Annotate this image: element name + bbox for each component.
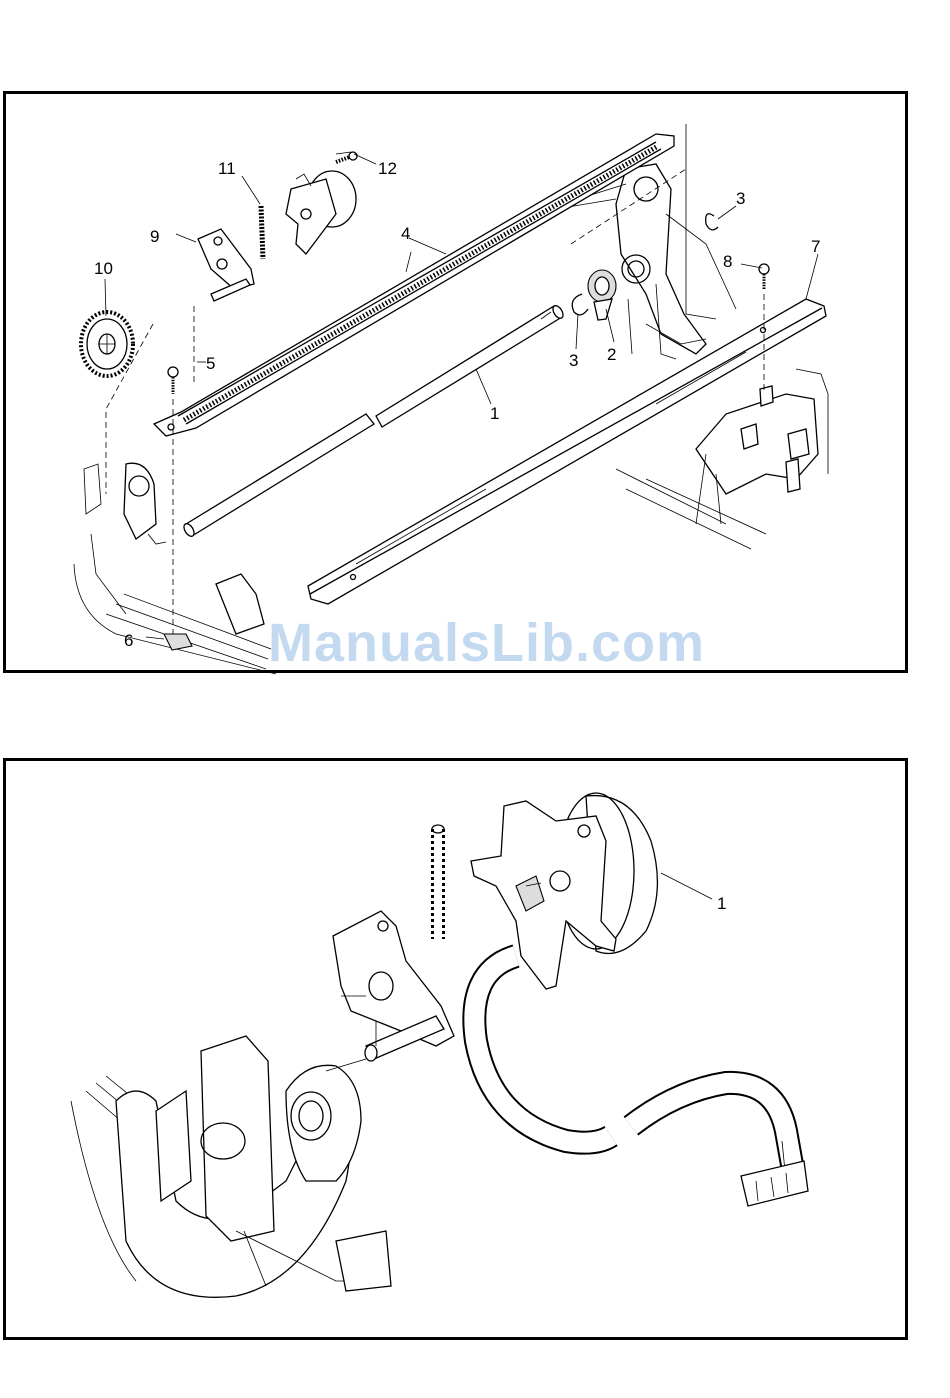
small-parts bbox=[164, 169, 769, 650]
chassis-detail bbox=[71, 1036, 391, 1297]
callout-12: 12 bbox=[378, 159, 397, 178]
callout-7: 7 bbox=[811, 237, 820, 256]
callout-10: 10 bbox=[94, 259, 113, 278]
callout-1: 1 bbox=[490, 404, 499, 423]
exploded-diagram-top-panel: 1 2 3 3 4 5 6 7 8 9 10 11 12 bbox=[3, 91, 908, 673]
motor-cable bbox=[474, 956, 808, 1206]
callout-4: 4 bbox=[401, 224, 410, 243]
callout-1-bottom: 1 bbox=[717, 894, 726, 913]
callout-2: 2 bbox=[607, 345, 616, 364]
spring bbox=[432, 825, 444, 939]
shaft-part-1 bbox=[182, 304, 565, 538]
lever-bracket bbox=[326, 911, 454, 1071]
motor-detail-bottom-panel: 1 bbox=[3, 758, 908, 1340]
watermark: ManualsLib.com bbox=[268, 612, 705, 674]
callout-3-left: 3 bbox=[569, 351, 578, 370]
exploded-diagram-top: 1 2 3 3 4 5 6 7 8 9 10 11 12 bbox=[6, 94, 911, 676]
leader-line-1 bbox=[661, 873, 712, 899]
callout-9: 9 bbox=[150, 227, 159, 246]
gear-part-10 bbox=[81, 312, 133, 376]
motor-detail-diagram: 1 bbox=[6, 761, 911, 1343]
callout-6: 6 bbox=[124, 631, 133, 650]
callout-3-right: 3 bbox=[736, 189, 745, 208]
chassis-outline bbox=[74, 124, 828, 674]
callout-8: 8 bbox=[723, 252, 732, 271]
callout-5: 5 bbox=[206, 354, 215, 373]
callout-11: 11 bbox=[218, 159, 236, 178]
